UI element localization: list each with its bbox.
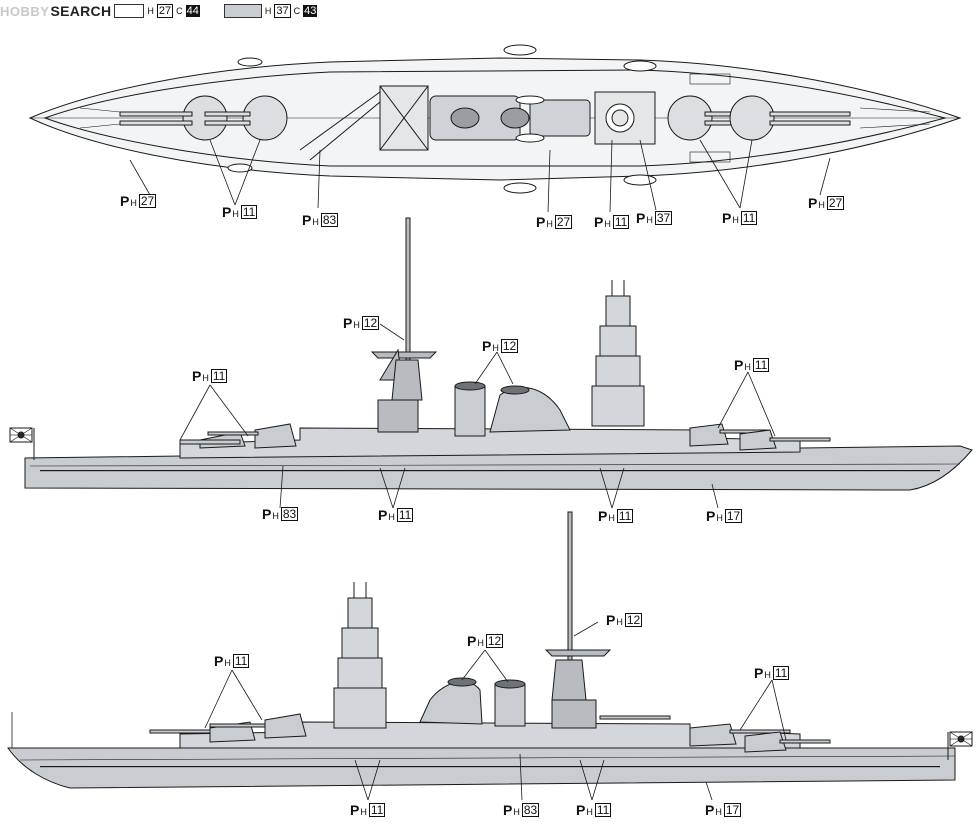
legend-h-1: H bbox=[147, 6, 154, 16]
s2-pagoda bbox=[333, 582, 387, 729]
watermark-search: SEARCH bbox=[50, 3, 112, 19]
watermark: HOBBY bbox=[0, 3, 50, 19]
s2-mast bbox=[544, 511, 612, 729]
s1-pagoda bbox=[591, 280, 645, 427]
s1-mast bbox=[370, 217, 438, 433]
legend-c-2: C bbox=[293, 6, 301, 16]
paint-legend: HOBBY SEARCH H 27 C 44 H 37 C 43 bbox=[0, 0, 318, 22]
plan-funnels bbox=[429, 95, 591, 141]
plan-view bbox=[28, 44, 962, 213]
s2-funnel bbox=[494, 679, 526, 727]
s1-flag bbox=[9, 427, 35, 460]
plan-deck-details bbox=[79, 73, 931, 163]
plan-boats bbox=[227, 44, 657, 194]
plan-aft-structure bbox=[594, 91, 656, 145]
legend-h-2: H bbox=[264, 6, 272, 16]
side-view-2 bbox=[7, 511, 973, 801]
legend-h-code-2: 37 bbox=[274, 4, 291, 18]
side-view-1 bbox=[9, 217, 973, 509]
swatch-white bbox=[114, 4, 145, 18]
s2-hull bbox=[7, 747, 956, 789]
s1-trunk-funnel bbox=[489, 385, 571, 433]
legend-c-code-1: 44 bbox=[185, 5, 200, 17]
legend-c-code-2: 43 bbox=[303, 5, 318, 17]
legend-h-code-1: 27 bbox=[156, 4, 174, 18]
plan-turret-4 bbox=[729, 95, 851, 141]
legend-c-1: C bbox=[176, 6, 183, 16]
plan-bridge bbox=[299, 85, 429, 161]
plan-turret-2 bbox=[204, 95, 288, 141]
plan-leaders bbox=[129, 139, 831, 213]
s1-funnel bbox=[454, 381, 486, 437]
s1-leaders bbox=[179, 323, 776, 509]
s2-turrets bbox=[149, 713, 831, 753]
s2-flag bbox=[947, 731, 973, 760]
s2-trunk-funnel bbox=[419, 677, 483, 725]
swatch-gray bbox=[223, 4, 262, 18]
s1-turrets bbox=[179, 423, 831, 451]
s2-portholes bbox=[40, 766, 940, 768]
s2-leaders bbox=[204, 621, 787, 801]
s1-portholes bbox=[40, 470, 940, 472]
plan-turret-1 bbox=[119, 95, 228, 141]
